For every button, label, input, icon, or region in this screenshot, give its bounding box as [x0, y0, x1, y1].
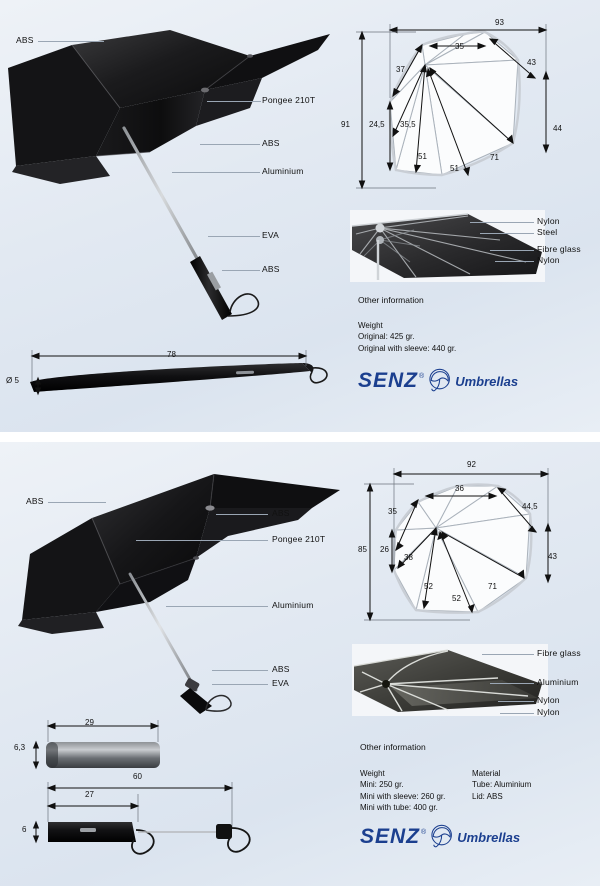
section-mini: ABS ABS Pongee 210T Aluminium ABS EVA [0, 442, 600, 886]
weight-heading-mini: Weight [360, 769, 385, 778]
leader-line [490, 250, 534, 251]
dim-left-small-24-5: 24,5 [369, 120, 385, 129]
dim-width-92: 92 [467, 460, 476, 469]
dim-width-93: 93 [495, 18, 504, 27]
dim-upper-right-43: 43 [527, 58, 536, 67]
material-label-eva-mini: EVA [272, 678, 289, 688]
dim-top-panel-35: 35 [455, 42, 464, 51]
dim-left-mid-35-5: 35,5 [400, 120, 416, 129]
underside-label-fibre-glass-mini: Fibre glass [537, 648, 581, 658]
leader-line [172, 172, 260, 173]
underside-photo-mini [352, 644, 548, 716]
leader-line [208, 236, 260, 237]
dim-lower-mid-52: 52 [452, 594, 461, 603]
leader-line [500, 713, 534, 714]
material-label-abs-right: ABS [272, 508, 290, 518]
dim-sleeve-length-78: 78 [167, 350, 176, 359]
leader-line [207, 101, 261, 102]
leader-line [470, 222, 534, 223]
leader-line [495, 261, 534, 262]
material-label-abs-left: ABS [26, 496, 44, 506]
folded-umbrella-drawing-mini [32, 782, 251, 855]
dim-right-43: 43 [548, 552, 557, 561]
umbrella-original-photo [8, 30, 330, 320]
dim-lower-mid-51: 51 [450, 164, 459, 173]
umbrella-logo-icon [431, 824, 453, 848]
logo-umbrellas-word: Umbrellas [455, 373, 519, 389]
leader-line [480, 233, 534, 234]
material-label-pongee-mini: Pongee 210T [272, 534, 326, 544]
logo-umbrellas-word: Umbrellas [457, 829, 521, 845]
sleeve-drawing-original [30, 350, 328, 396]
material-label-abs-handle-mini: ABS [272, 664, 290, 674]
leader-line [48, 502, 106, 503]
dim-tube-length-29: 29 [85, 718, 94, 727]
material-label-abs-rib: ABS [262, 138, 280, 148]
weight-values-original: Original: 425 gr. Original with sleeve: … [358, 332, 457, 353]
dim-left-mid-38: 38 [404, 553, 413, 562]
underside-label-nylon-1: Nylon [537, 216, 560, 226]
dim-height-85: 85 [358, 545, 367, 554]
material-label-abs-canopy-top: ABS [16, 35, 34, 45]
dim-lower-left-52: 52 [424, 582, 433, 591]
tube-drawing-mini [32, 720, 160, 770]
dim-right-44: 44 [553, 124, 562, 133]
dim-lower-right-71: 71 [488, 582, 497, 591]
underside-label-aluminium-mini: Aluminium [537, 677, 579, 687]
leader-line [498, 701, 534, 702]
material-label-aluminium-mini: Aluminium [272, 600, 314, 610]
dim-lower-left-51: 51 [418, 152, 427, 161]
leader-line [200, 144, 260, 145]
underside-label-nylon-2: Nylon [537, 255, 560, 265]
material-heading-mini: Material [472, 769, 501, 778]
dim-folded-height-6: 6 [22, 825, 27, 834]
section-divider [0, 432, 600, 442]
senz-logo-mini: SENZ ® Umbrellas [360, 824, 520, 850]
other-info-heading-mini: Other information [360, 742, 426, 752]
material-label-eva: EVA [262, 230, 279, 240]
leader-line [490, 683, 534, 684]
dim-folded-body-27: 27 [85, 790, 94, 799]
underside-label-fibre-glass: Fibre glass [537, 244, 581, 254]
dim-lower-right-71: 71 [490, 153, 499, 162]
dim-tube-diameter-6-3: 6,3 [14, 743, 26, 752]
leader-line [212, 684, 268, 685]
material-label-pongee: Pongee 210T [262, 95, 316, 105]
logo-wordmark: SENZ [360, 825, 421, 848]
dim-height-91: 91 [341, 120, 350, 129]
underside-label-steel: Steel [537, 227, 558, 237]
dim-upper-left-37: 37 [396, 65, 405, 74]
canopy-diagram-original [356, 24, 550, 190]
umbrella-logo-icon [429, 368, 451, 392]
other-info-heading-original: Other information [358, 295, 424, 305]
material-values-mini: Tube: Aluminium Lid: ABS [472, 780, 532, 801]
leader-line [222, 270, 260, 271]
logo-registered-mark: ® [421, 828, 427, 836]
dim-upper-left-35: 35 [388, 507, 397, 516]
logo-registered-mark: ® [419, 372, 425, 380]
underside-label-nylon-mini-2: Nylon [537, 707, 560, 717]
material-label-aluminium: Aluminium [262, 166, 304, 176]
underside-label-nylon-mini-1: Nylon [537, 695, 560, 705]
dim-top-panel-36: 36 [455, 484, 464, 493]
dim-sleeve-diameter: Ø 5 [6, 376, 19, 385]
umbrella-mini-photo [18, 473, 340, 714]
material-label-abs-handle: ABS [262, 264, 280, 274]
leader-line [38, 41, 104, 42]
leader-line [216, 514, 268, 515]
underside-photo-original [350, 210, 545, 282]
dim-folded-total-60: 60 [133, 772, 142, 781]
leader-line [166, 606, 268, 607]
section-original: ABS Pongee 210T ABS Aluminium EVA ABS [0, 0, 600, 432]
leader-line [482, 654, 534, 655]
dim-upper-right-44-5: 44,5 [522, 502, 538, 511]
leader-line [212, 670, 268, 671]
canopy-diagram-mini [364, 468, 552, 622]
senz-logo-original: SENZ ® Umbrellas [358, 368, 518, 394]
leader-line [136, 540, 268, 541]
weight-values-mini: Mini: 250 gr. Mini with sleeve: 260 gr. … [360, 780, 446, 812]
logo-wordmark: SENZ [358, 369, 419, 392]
weight-heading-original: Weight [358, 321, 383, 330]
dim-left-26: 26 [380, 545, 389, 554]
